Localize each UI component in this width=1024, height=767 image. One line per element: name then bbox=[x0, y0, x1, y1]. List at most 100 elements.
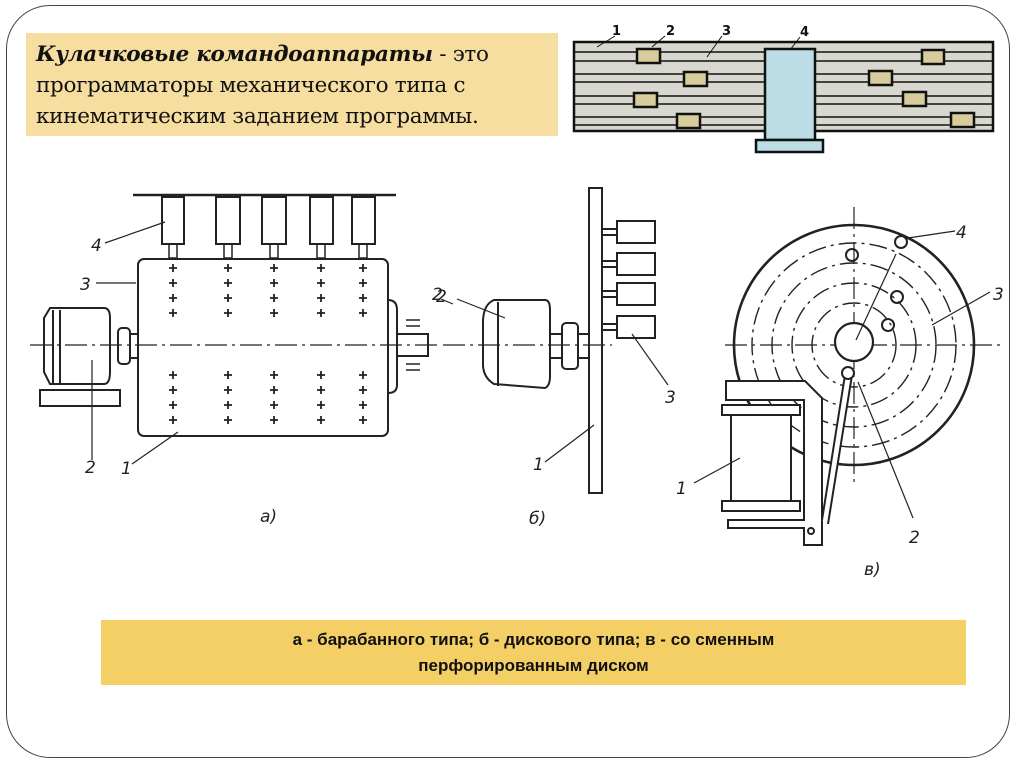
cam-mark bbox=[169, 279, 177, 287]
cam-mark bbox=[270, 416, 278, 424]
cam-mark bbox=[359, 309, 367, 317]
fig-v-label-magnet: 1 bbox=[676, 479, 687, 499]
cam-mark bbox=[270, 386, 278, 394]
schematic-roller bbox=[763, 47, 817, 142]
caption-box: а - барабанного типа; б - дискового типа… bbox=[101, 620, 966, 685]
figure-a-leaders bbox=[91, 221, 454, 465]
cam-mark bbox=[270, 371, 278, 379]
cam-mark bbox=[270, 401, 278, 409]
cam-mark bbox=[359, 264, 367, 272]
fig-a-label-cam: 3 bbox=[80, 275, 91, 295]
cam-mark bbox=[317, 279, 325, 287]
cam-mark bbox=[169, 371, 177, 379]
schematic-label-4: 4 bbox=[800, 25, 809, 40]
cam-mark bbox=[317, 264, 325, 272]
drum-flange bbox=[387, 299, 398, 394]
cam-mark bbox=[359, 416, 367, 424]
cam-mark bbox=[169, 264, 177, 272]
figure-b-disk bbox=[443, 187, 669, 494]
cam-mark bbox=[270, 279, 278, 287]
cam bbox=[632, 91, 659, 109]
drum-motor bbox=[39, 307, 139, 407]
figure-b-leaders bbox=[456, 298, 669, 463]
cam-mark bbox=[169, 416, 177, 424]
cam-mark bbox=[270, 294, 278, 302]
cam-mark bbox=[317, 294, 325, 302]
cam-mark bbox=[359, 371, 367, 379]
cam-mark bbox=[224, 371, 232, 379]
switch-row bbox=[161, 196, 376, 259]
cam-mark bbox=[317, 416, 325, 424]
cam-mark bbox=[317, 309, 325, 317]
fig-b-label-disk: 1 bbox=[533, 455, 544, 475]
schematic-leaders bbox=[596, 35, 801, 58]
drum-cams bbox=[169, 264, 367, 424]
cam bbox=[867, 69, 894, 87]
cam-mark bbox=[224, 279, 232, 287]
fig-v-label-hole: 4 bbox=[956, 223, 967, 243]
cam-mark bbox=[169, 386, 177, 394]
cam bbox=[901, 90, 928, 108]
cam-mark bbox=[224, 294, 232, 302]
cam bbox=[635, 47, 662, 65]
cam-mark bbox=[359, 401, 367, 409]
cam-mark bbox=[224, 401, 232, 409]
cam-mark bbox=[270, 309, 278, 317]
cam-mark bbox=[169, 401, 177, 409]
fig-b-label-motor: 2 bbox=[436, 287, 447, 307]
cam-mark bbox=[169, 294, 177, 302]
disk-plate bbox=[588, 187, 603, 494]
top-schematic: 1 2 3 4 bbox=[572, 24, 995, 154]
figure-a-drum bbox=[30, 193, 454, 465]
title-rest: - это bbox=[432, 42, 489, 67]
cam bbox=[682, 70, 709, 88]
cam-mark bbox=[359, 294, 367, 302]
fig-a-label-shaft: 2 bbox=[432, 285, 443, 305]
slide-frame bbox=[6, 5, 1010, 758]
fig-v-label-lever: 2 bbox=[909, 528, 920, 548]
disk-holes bbox=[845, 235, 908, 332]
cam bbox=[949, 111, 976, 129]
figure-v-leaders bbox=[693, 230, 991, 519]
fig-a-label-switch: 4 bbox=[91, 236, 102, 256]
cam-mark bbox=[224, 264, 232, 272]
drum-shaft bbox=[396, 333, 429, 357]
schematic-label-2: 2 bbox=[666, 24, 675, 39]
disk-hub bbox=[833, 321, 875, 363]
cam-mark bbox=[224, 416, 232, 424]
fig-v-label-disk: 3 bbox=[993, 285, 1004, 305]
caption-line-1: а - барабанного типа; б - дискового типа… bbox=[292, 630, 775, 649]
cam-mark bbox=[224, 386, 232, 394]
cam-mark bbox=[359, 279, 367, 287]
lever bbox=[821, 374, 854, 525]
schematic-roller-base bbox=[754, 138, 825, 154]
cam-mark bbox=[224, 309, 232, 317]
drum-body bbox=[137, 258, 389, 437]
schematic-label-3: 3 bbox=[722, 24, 731, 39]
cam-mark bbox=[317, 371, 325, 379]
title-line-1: Кулачковые командоаппараты - это bbox=[36, 39, 558, 70]
fig-a-label-drum: 1 bbox=[121, 459, 132, 479]
cam-mark bbox=[169, 309, 177, 317]
caption-line-2: перфорированным диском bbox=[418, 656, 649, 675]
disk-motor bbox=[482, 299, 590, 390]
title-term: Кулачковые командоаппараты bbox=[36, 42, 433, 67]
title-line-2: программаторы механического типа с bbox=[36, 73, 466, 98]
schematic-label-1: 1 bbox=[612, 24, 621, 39]
electromagnet bbox=[721, 380, 823, 546]
fig-b-label-switch: 3 bbox=[665, 388, 676, 408]
title-line-3: кинематическим заданием программы. bbox=[36, 104, 479, 129]
cam-mark bbox=[317, 386, 325, 394]
cam-mark bbox=[359, 386, 367, 394]
cam bbox=[675, 112, 702, 130]
fig-a-sublabel: а) bbox=[260, 507, 277, 527]
cam-mark bbox=[317, 401, 325, 409]
fig-v-sublabel: в) bbox=[864, 560, 881, 580]
fig-b-sublabel: б) bbox=[529, 509, 546, 529]
title-box: Кулачковые командоаппараты - это програм… bbox=[26, 33, 558, 136]
disk-switches bbox=[602, 220, 656, 339]
fig-a-label-motor: 2 bbox=[85, 458, 96, 478]
cam-mark bbox=[270, 264, 278, 272]
schematic-cams bbox=[632, 47, 976, 130]
